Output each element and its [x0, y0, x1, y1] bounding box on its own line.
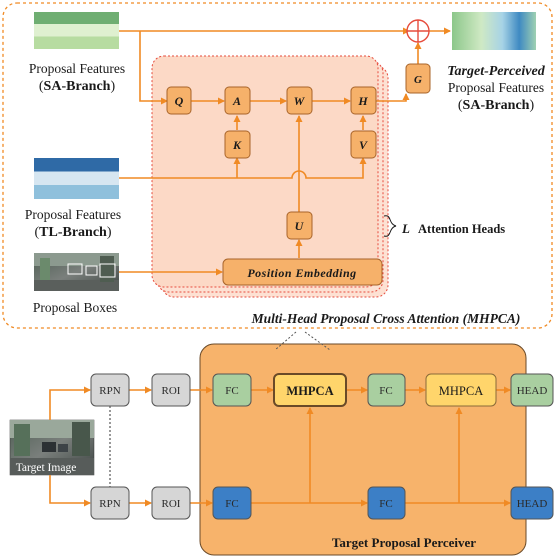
mhpca-caption: Multi-Head Proposal Cross Attention (MHP…	[251, 311, 521, 326]
head-block-green: HEAD	[510, 373, 554, 407]
target-image-label: Target Image	[16, 462, 77, 474]
node-v: V	[350, 130, 377, 159]
roi-block-bottom: ROI	[151, 486, 191, 520]
output-title: Target-Perceived	[447, 64, 545, 79]
heads-brace-icon	[383, 215, 397, 237]
sa-to-q-branch	[139, 31, 168, 105]
node-a-label: A	[232, 94, 241, 108]
mhpca-block-2: MHPCA	[425, 373, 497, 407]
tl-to-kv-arrow	[119, 157, 367, 179]
heads-label: Attention Heads	[418, 222, 505, 236]
node-u-label: U	[295, 219, 305, 233]
output-feature-map	[452, 12, 536, 50]
output-label-2-wrap: (SA-Branch)	[458, 98, 535, 113]
tl-input-label-2-wrap: (TL-Branch)	[34, 225, 111, 240]
node-h-label: H	[357, 94, 368, 108]
output-label-1: Proposal Features	[448, 80, 544, 95]
roi-block-top: ROI	[151, 373, 191, 407]
tl-input-label-1: Proposal Features	[25, 207, 121, 222]
fc-block-green-1: FC	[212, 373, 252, 407]
rpn-label-bottom: RPN	[99, 498, 120, 510]
tl-input-label-2: TL-Branch	[39, 225, 107, 240]
node-v-label: V	[359, 138, 368, 152]
heads-symbol: L	[401, 221, 410, 236]
roi-label-bottom: ROI	[162, 498, 181, 510]
rpn-label-top: RPN	[99, 385, 120, 397]
node-k-label: K	[232, 138, 242, 152]
fc-block-blue-1: FC	[212, 486, 252, 520]
proposal-boxes-label: Proposal Boxes	[33, 300, 117, 315]
node-h: H	[350, 86, 377, 115]
mhpca-1-label: MHPCA	[286, 384, 333, 398]
h-to-g-arrow	[376, 93, 410, 102]
node-k: K	[224, 130, 251, 159]
image-to-rpn-top	[49, 386, 91, 420]
node-a: A	[224, 86, 251, 115]
fc-green-2-label: FC	[379, 385, 392, 397]
rpn-block-top: RPN	[90, 373, 130, 407]
attention-head-panel	[151, 55, 379, 288]
perceiver-label: Target Proposal Perceiver	[332, 535, 476, 550]
caption-connector-left	[274, 331, 297, 351]
sa-input-label-2-wrap: (SA-Branch)	[39, 79, 116, 94]
position-embedding-block: Position Embedding	[222, 258, 383, 286]
node-w-label: W	[294, 94, 306, 108]
image-to-rpn-bottom	[49, 475, 91, 507]
caption-connector-right	[304, 331, 331, 351]
node-g: G	[405, 63, 431, 94]
fc-blue-2-label: FC	[379, 498, 392, 510]
sa-input-label-2: SA-Branch	[44, 79, 111, 94]
tl-feature-map	[34, 158, 119, 199]
rpn-block-bottom: RPN	[90, 486, 130, 520]
head-green-label: HEAD	[517, 385, 548, 397]
proposal-boxes-image	[34, 253, 119, 291]
head-blue-label: HEAD	[517, 498, 548, 510]
roi-label-top: ROI	[162, 385, 181, 397]
node-u: U	[286, 211, 313, 240]
node-q-label: Q	[175, 94, 184, 108]
fc-blue-1-label: FC	[225, 498, 238, 510]
sa-input-label-1: Proposal Features	[29, 61, 125, 76]
fc-block-green-2: FC	[367, 373, 406, 407]
node-q: Q	[166, 86, 192, 115]
mhpca-detail-frame	[2, 2, 553, 329]
node-g-label: G	[414, 74, 422, 86]
position-embedding-label: Position Embedding	[247, 266, 356, 280]
fc-block-blue-2: FC	[367, 486, 406, 520]
mhpca-block-1: MHPCA	[273, 373, 347, 407]
mhpca-2-label: MHPCA	[439, 384, 483, 398]
sa-feature-map	[34, 12, 119, 49]
node-w: W	[286, 86, 313, 115]
sum-operator-icon	[406, 19, 430, 43]
output-label-2: SA-Branch	[463, 98, 530, 113]
target-image	[9, 419, 95, 476]
fc-green-1-label: FC	[225, 385, 238, 397]
head-block-blue: HEAD	[510, 486, 554, 520]
